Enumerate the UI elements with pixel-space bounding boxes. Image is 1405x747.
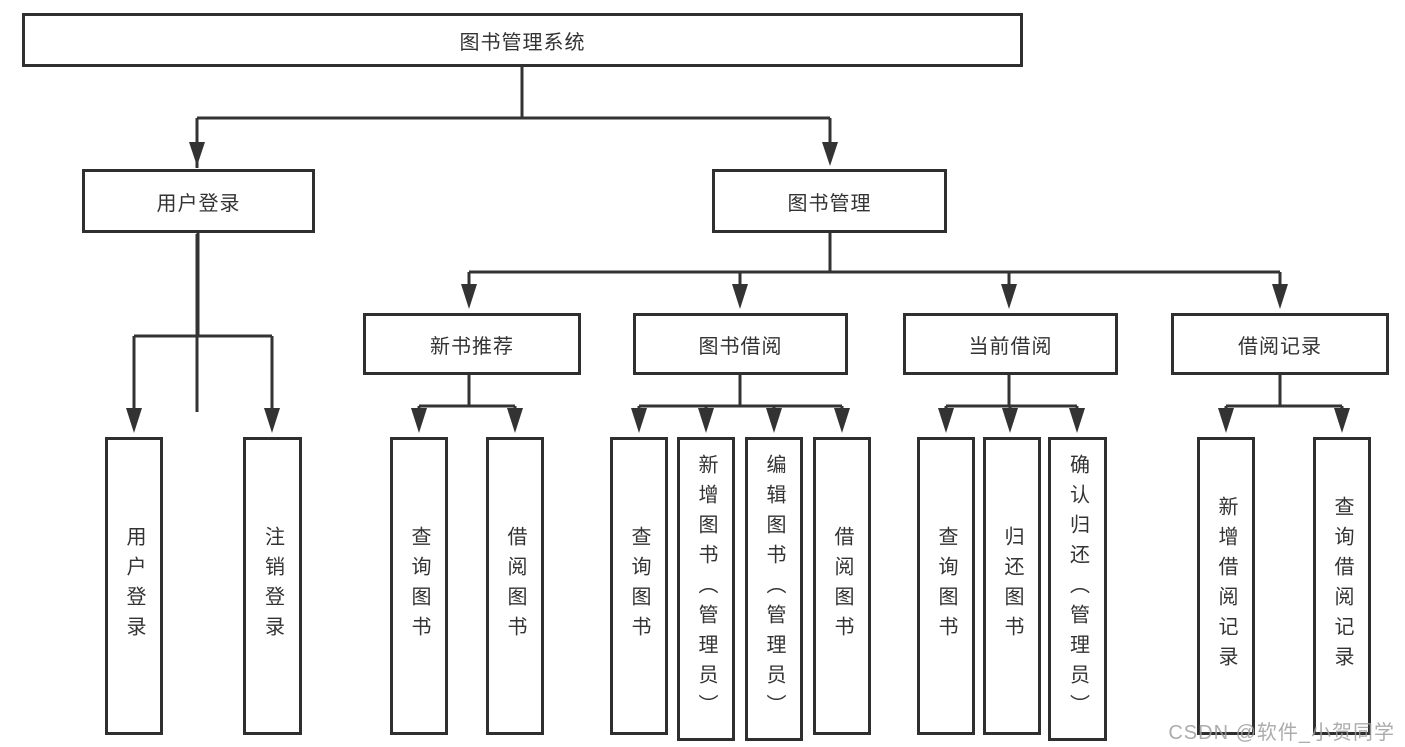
node-label: 用户登录 (156, 192, 241, 215)
leaf-cb-confirm-return-admin: 确认归还（管理员） (1048, 437, 1107, 741)
leaf-bb-edit-books-admin: 编辑图书（管理员） (745, 437, 803, 741)
node-label: 当前借阅 (968, 335, 1053, 358)
leaf-nb-query-books: 查询图书 (390, 437, 448, 735)
node-user-login: 用户登录 (82, 169, 315, 233)
node-label: 借阅记录 (1238, 335, 1322, 358)
leaf-label: 确认归还（管理员） (1066, 454, 1089, 724)
connector-current-borrow (938, 375, 1085, 433)
leaf-label: 新增图书（管理员） (695, 454, 717, 724)
leaf-br-add-borrow-record: 新增借阅记录 (1197, 437, 1255, 735)
node-label: 图书管理系统 (459, 31, 586, 54)
connector-book-borrow (631, 375, 850, 433)
leaf-bb-add-books-admin: 新增图书（管理员） (677, 437, 735, 741)
leaf-bb-borrow-books: 借阅图书 (813, 437, 871, 735)
leaf-label: 查询借阅记录 (1331, 496, 1353, 676)
node-current-borrowing: 当前借阅 (903, 313, 1118, 375)
leaf-bb-query-books: 查询图书 (610, 437, 668, 735)
leaf-label: 查询图书 (935, 526, 957, 646)
leaf-label: 编辑图书（管理员） (763, 454, 785, 724)
leaf-nb-borrow-books: 借阅图书 (486, 437, 544, 735)
node-label: 新书推荐 (430, 335, 514, 358)
leaf-logout: 注销登录 (243, 437, 302, 735)
leaf-label: 归还图书 (1001, 526, 1023, 646)
leaf-cb-return-books: 归还图书 (983, 437, 1041, 735)
leaf-user-login: 用户登录 (105, 437, 163, 735)
node-book-management: 图书管理 (712, 169, 947, 233)
leaf-label: 用户登录 (123, 526, 145, 646)
node-label: 图书借阅 (698, 335, 783, 358)
leaf-label: 查询图书 (408, 526, 430, 646)
leaf-cb-query-books: 查询图书 (917, 437, 975, 735)
leaf-label: 借阅图书 (504, 526, 526, 646)
connector-borrow-records (1218, 375, 1350, 433)
leaf-label: 查询图书 (628, 526, 650, 646)
connector-new-book (411, 375, 523, 433)
node-new-book-recommendation: 新书推荐 (363, 313, 581, 375)
node-book-borrowing: 图书借阅 (633, 313, 848, 375)
node-borrowing-records: 借阅记录 (1171, 313, 1389, 375)
connector-book-management (461, 233, 1288, 309)
node-library-management-system: 图书管理系统 (22, 13, 1023, 67)
leaf-label: 新增借阅记录 (1215, 496, 1237, 676)
csdn-watermark: CSDN @软件_小贺同学 (1168, 722, 1395, 744)
leaf-label: 借阅图书 (831, 526, 853, 646)
leaf-label: 注销登录 (261, 526, 284, 646)
node-label: 图书管理 (787, 192, 872, 215)
leaf-br-query-borrow-record: 查询借阅记录 (1313, 437, 1371, 735)
